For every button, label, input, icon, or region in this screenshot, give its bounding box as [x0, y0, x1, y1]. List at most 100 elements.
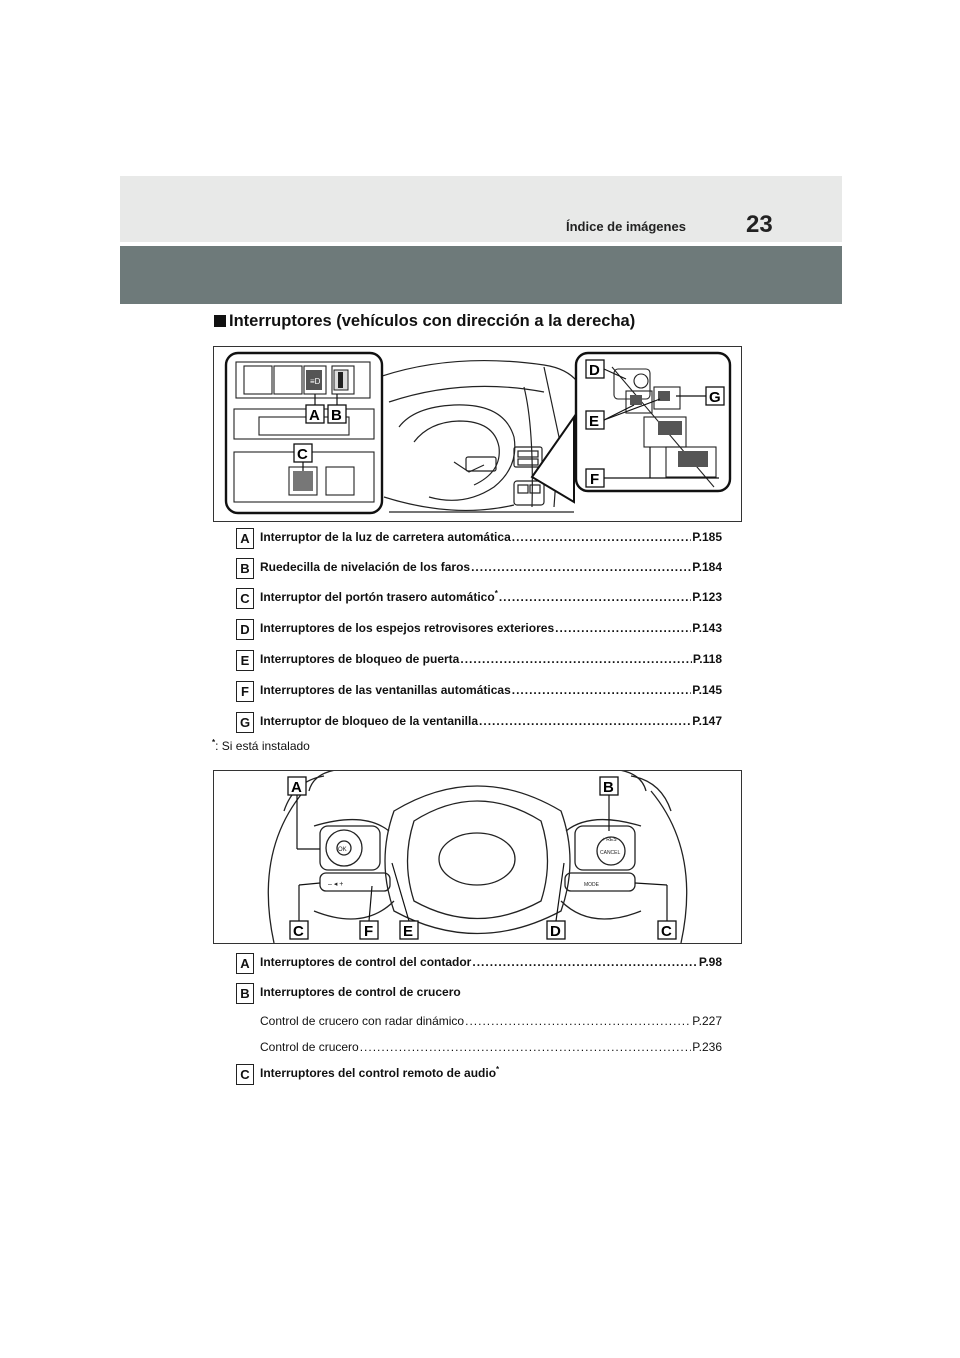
letter-badge: A: [236, 528, 254, 549]
letter-badge: D: [236, 619, 254, 640]
svg-text:≡D: ≡D: [310, 377, 321, 386]
list-item: G Interruptor de bloqueo de la ventanill…: [236, 712, 722, 736]
page-reference[interactable]: P.143: [692, 621, 722, 635]
page-reference[interactable]: P.123: [692, 590, 722, 604]
list-item: F Interruptores de las ventanillas autom…: [236, 681, 722, 705]
entry-label: Interruptores de bloqueo de puerta: [260, 652, 459, 666]
ok-label: OK: [338, 847, 347, 853]
callout-g: G: [706, 387, 724, 406]
svg-text:D: D: [589, 362, 600, 379]
svg-text:E: E: [403, 923, 413, 940]
list-item: C Interruptor del portón trasero automát…: [236, 588, 722, 612]
steering-wheel-illustration: OK + RES CANCEL MODE – ◂ + A B C F E: [214, 771, 741, 943]
leader-dots: [360, 1040, 691, 1054]
callout-b: B: [600, 777, 618, 796]
dashboard-illustration: ≡D A B C: [214, 347, 741, 521]
callout-a: A: [306, 405, 324, 424]
page-reference[interactable]: P.145: [692, 683, 722, 697]
figure-steering-wheel-switches: OK + RES CANCEL MODE – ◂ + A B C F E: [213, 770, 742, 944]
entry-label: Interruptor de la luz de carretera autom…: [260, 530, 511, 544]
letter-badge: C: [236, 1064, 254, 1085]
page-reference[interactable]: P.236: [692, 1040, 722, 1054]
footnote: *: Si está instalado: [212, 738, 310, 753]
leader-dots: [512, 530, 691, 544]
svg-text:C: C: [293, 923, 304, 940]
entry-label: Interruptor del portón trasero automátic…: [260, 590, 498, 604]
letter-badge: B: [236, 558, 254, 579]
letter-badge: G: [236, 712, 254, 733]
entry-label: Interruptores de control del contador: [260, 955, 471, 969]
page-reference[interactable]: P.184: [692, 560, 722, 574]
sub-list-item: Control de crucero con radar dinámico P.2…: [236, 1012, 722, 1036]
leader-dots: [512, 683, 691, 697]
page-reference[interactable]: P.98: [699, 955, 722, 969]
callout-f: F: [360, 921, 378, 940]
cancel-label: CANCEL: [600, 850, 621, 856]
page-reference[interactable]: P.147: [692, 714, 722, 728]
list-item: A Interruptor de la luz de carretera aut…: [236, 528, 722, 552]
entry-label: Control de crucero con radar dinámico: [260, 1014, 464, 1028]
callout-b: B: [328, 405, 346, 424]
callout-c-left: C: [290, 921, 308, 940]
entry-label: Interruptores de las ventanillas automát…: [260, 683, 511, 697]
callout-c: C: [294, 444, 312, 463]
svg-text:B: B: [603, 779, 614, 796]
svg-text:A: A: [291, 779, 302, 796]
asterisk-marker: *: [495, 589, 498, 598]
svg-text:F: F: [364, 923, 373, 940]
page-number: 23: [746, 211, 773, 239]
list-item: E Interruptores de bloqueo de puerta P.11…: [236, 650, 722, 674]
res-label: + RES: [602, 837, 617, 843]
sub-list-item: Control de crucero P.236: [236, 1038, 722, 1062]
letter-badge: B: [236, 983, 254, 1004]
svg-text:D: D: [550, 923, 561, 940]
leader-dots: [499, 590, 691, 604]
entry-label: Interruptores de control de crucero: [260, 985, 461, 999]
callout-e: E: [400, 921, 418, 940]
entry-label: Interruptores de los espejos retrovisore…: [260, 621, 554, 635]
header-band: [120, 176, 842, 242]
page-reference[interactable]: P.118: [693, 652, 722, 666]
svg-text:F: F: [590, 471, 599, 488]
section-header-title: Índice de imágenes: [566, 219, 686, 234]
svg-text:A: A: [309, 407, 320, 424]
footnote-text: : Si está instalado: [215, 739, 310, 753]
callout-e: E: [586, 411, 604, 430]
entry-label: Control de crucero: [260, 1040, 359, 1054]
leader-dots: [472, 955, 698, 969]
leader-dots: [465, 1014, 691, 1028]
callout-d: D: [547, 921, 565, 940]
callout-c-right: C: [658, 921, 676, 940]
list-item: C Interruptores del control remoto de au…: [236, 1064, 722, 1088]
letter-badge: E: [236, 650, 254, 671]
leader-dots: [471, 560, 691, 574]
section-title: Interruptores (vehículos con dirección a…: [214, 312, 635, 331]
letter-badge: C: [236, 588, 254, 609]
leader-dots: [460, 652, 691, 666]
svg-text:G: G: [709, 389, 721, 406]
page-reference[interactable]: P.185: [692, 530, 722, 544]
square-bullet-icon: [214, 315, 226, 327]
entry-label: Interruptores del control remoto de audi…: [260, 1066, 499, 1080]
entry-label: Interruptor de bloqueo de la ventanilla: [260, 714, 478, 728]
entry-label: Ruedecilla de nivelación de los faros: [260, 560, 470, 574]
list-item: D Interruptores de los espejos retroviso…: [236, 619, 722, 643]
list-item: B Ruedecilla de nivelación de los faros P…: [236, 558, 722, 582]
svg-text:E: E: [589, 413, 599, 430]
callout-d: D: [586, 360, 604, 379]
svg-text:C: C: [661, 923, 672, 940]
header-dark-band: [120, 246, 842, 304]
page-reference[interactable]: P.227: [692, 1014, 722, 1028]
letter-badge: A: [236, 953, 254, 974]
svg-text:B: B: [331, 407, 342, 424]
volume-label: – ◂ +: [328, 881, 343, 888]
asterisk-marker: *: [496, 1065, 499, 1074]
callout-a: A: [288, 777, 306, 796]
callout-f: F: [586, 469, 604, 488]
letter-badge: F: [236, 681, 254, 702]
section-title-text: Interruptores (vehículos con dirección a…: [229, 312, 635, 330]
figure-switches-right-hand-drive: ≡D A B C: [213, 346, 742, 522]
leader-dots: [555, 621, 691, 635]
list-item: B Interruptores de control de crucero: [236, 983, 722, 1007]
svg-text:C: C: [297, 446, 308, 463]
